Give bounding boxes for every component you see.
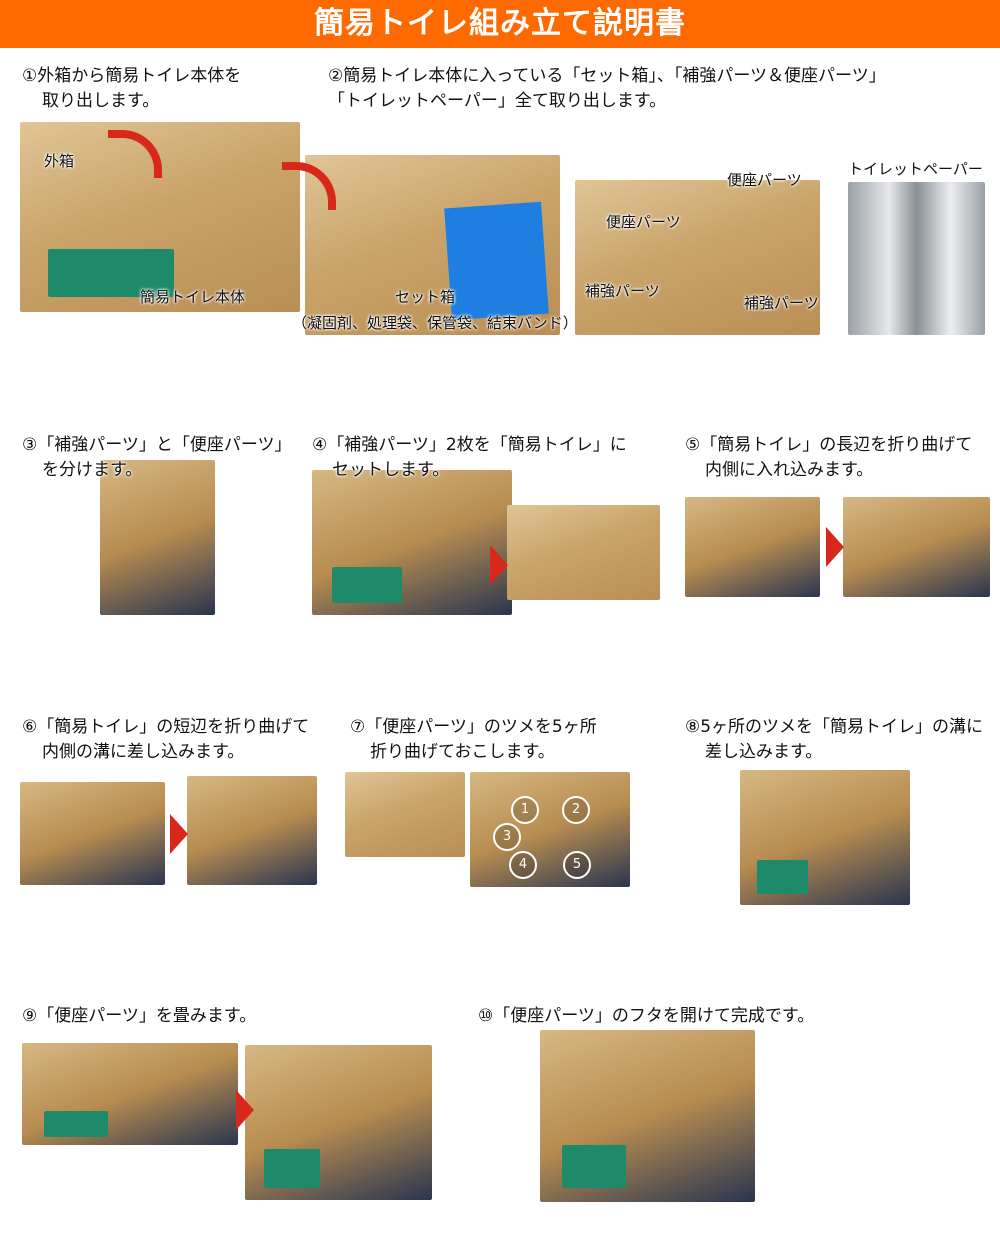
- page-title: 簡易トイレ組み立て説明書: [0, 0, 1000, 48]
- step-6-line2: 内側の溝に差し込みます。: [42, 742, 245, 762]
- photo-step-8: [740, 770, 910, 905]
- photo-toilet-paper: [848, 182, 985, 335]
- arrow-right-icon: [170, 814, 188, 854]
- label-reinforce-parts: 補強パーツ: [585, 282, 660, 300]
- photo-step-5a: [685, 497, 820, 597]
- photo-step-5b: [843, 497, 990, 597]
- step-9-text: ⑨「便座パーツ」を畳みます。: [22, 1004, 256, 1029]
- curved-arrow-icon: [108, 130, 162, 178]
- photo-step-6b: [187, 776, 317, 885]
- step-6-text: ⑥「簡易トイレ」の短辺を折り曲げて 内側の溝に差し込みます。: [22, 715, 309, 765]
- photo-step-9a: [22, 1043, 238, 1145]
- step-7-text: ⑦「便座パーツ」のツメを5ヶ所 折り曲げておこします。: [350, 715, 597, 765]
- label-set-box: セット箱: [395, 288, 456, 306]
- photo-set-box: [305, 155, 560, 335]
- arrow-right-icon: [236, 1090, 254, 1130]
- step-8-line1: ⑧5ヶ所のツメを「簡易トイレ」の溝に: [685, 717, 984, 737]
- step-1-line2: 取り出します。: [42, 91, 160, 111]
- tab-number-3: 3: [493, 823, 521, 851]
- step-4-line2: セットします。: [332, 460, 450, 480]
- step-9-line1: ⑨「便座パーツ」を畳みます。: [22, 1006, 257, 1026]
- label-toilet-body: 簡易トイレ本体: [140, 288, 246, 306]
- tab-number-1: 1: [511, 796, 539, 824]
- step-3-text: ③「補強パーツ」と「便座パーツ」 を分けます。: [22, 433, 292, 483]
- photo-step-7a: [345, 772, 465, 857]
- label-seat-parts: 便座パーツ: [727, 171, 802, 189]
- step-7-line1: ⑦「便座パーツ」のツメを5ヶ所: [350, 717, 597, 737]
- label-toilet-paper: トイレットペーパー: [848, 160, 983, 178]
- photo-step-4a: [312, 470, 512, 615]
- step-6-line1: ⑥「簡易トイレ」の短辺を折り曲げて: [22, 717, 310, 737]
- photo-step-10: [540, 1030, 755, 1202]
- label-set-box-contents: （凝固剤、処理袋、保管袋、結束バンド）: [292, 314, 578, 332]
- step-3-line1: ③「補強パーツ」と「便座パーツ」: [22, 435, 292, 455]
- step-10-text: ⑩「便座パーツ」のフタを開けて完成です。: [478, 1004, 814, 1029]
- label-reinforce-parts: 補強パーツ: [744, 294, 819, 312]
- step-10-line1: ⑩「便座パーツ」のフタを開けて完成です。: [478, 1006, 815, 1026]
- step-2-line1: ②簡易トイレ本体に入っている「セット箱」、「補強パーツ＆便座パーツ」: [328, 66, 886, 86]
- arrow-right-icon: [826, 527, 844, 567]
- step-2-line2: 「トイレットペーパー」全て取り出します。: [328, 91, 667, 111]
- tab-number-5: 5: [563, 851, 591, 879]
- photo-outer-box: [20, 122, 300, 312]
- photo-parts: [575, 180, 820, 335]
- photo-step-9b: [245, 1045, 432, 1200]
- step-5-text: ⑤「簡易トイレ」の長辺を折り曲げて 内側に入れ込みます。: [685, 433, 972, 483]
- step-7-line2: 折り曲げておこします。: [370, 742, 555, 762]
- step-5-line2: 内側に入れ込みます。: [705, 460, 874, 480]
- step-8-text: ⑧5ヶ所のツメを「簡易トイレ」の溝に 差し込みます。: [685, 715, 983, 765]
- step-8-line2: 差し込みます。: [705, 742, 823, 762]
- step-4-line1: ④「補強パーツ」2枚を「簡易トイレ」に: [312, 435, 627, 455]
- step-3-line2: を分けます。: [42, 460, 143, 480]
- step-5-line1: ⑤「簡易トイレ」の長辺を折り曲げて: [685, 435, 973, 455]
- label-outer-box: 外箱: [44, 152, 75, 170]
- step-2-text: ②簡易トイレ本体に入っている「セット箱」、「補強パーツ＆便座パーツ」 「トイレッ…: [328, 64, 886, 114]
- tab-number-2: 2: [562, 796, 590, 824]
- curved-arrow-icon: [282, 162, 336, 210]
- photo-step-4b: [507, 505, 660, 600]
- label-seat-parts: 便座パーツ: [606, 213, 681, 231]
- photo-step-6a: [20, 782, 165, 885]
- tab-number-4: 4: [509, 851, 537, 879]
- photo-step-3: [100, 460, 215, 615]
- step-1-line1: ①外箱から簡易トイレ本体を: [22, 66, 242, 86]
- step-4-text: ④「補強パーツ」2枚を「簡易トイレ」に セットします。: [312, 433, 627, 483]
- arrow-right-icon: [490, 545, 508, 585]
- step-1-text: ①外箱から簡易トイレ本体を 取り出します。: [22, 64, 241, 114]
